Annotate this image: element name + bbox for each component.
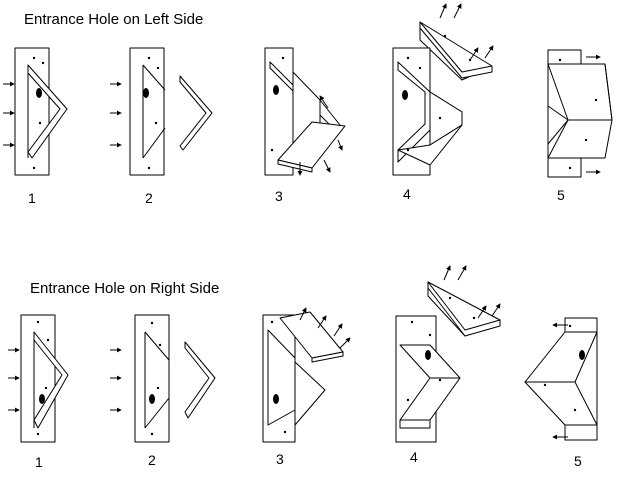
step-label-4-right: 4 — [410, 449, 418, 465]
step-label-2-left: 2 — [145, 190, 153, 206]
step-label-1-left: 1 — [28, 190, 36, 206]
step-3-right-figure — [262, 307, 351, 443]
step-2-left-figure — [110, 47, 213, 176]
step-1-right-figure — [8, 314, 69, 443]
step-4-left-figure — [392, 3, 494, 176]
step-label-3-right: 3 — [276, 451, 284, 467]
section-title-right: Entrance Hole on Right Side — [30, 280, 219, 297]
step-5-left-figure — [547, 49, 613, 178]
step-4-right-figure — [395, 265, 501, 443]
step-3-left-figure — [264, 47, 346, 176]
section-title-left: Entrance Hole on Left Side — [24, 11, 203, 28]
step-label-1-right: 1 — [35, 454, 43, 470]
step-label-4-left: 4 — [403, 186, 411, 202]
step-label-5-left: 5 — [557, 187, 565, 203]
step-label-5-right: 5 — [574, 453, 582, 469]
step-5-right-figure — [524, 317, 598, 441]
step-label-3-left: 3 — [275, 188, 283, 204]
step-label-2-right: 2 — [148, 452, 156, 468]
step-1-left-figure — [3, 47, 68, 176]
step-2-right-figure — [110, 314, 216, 443]
